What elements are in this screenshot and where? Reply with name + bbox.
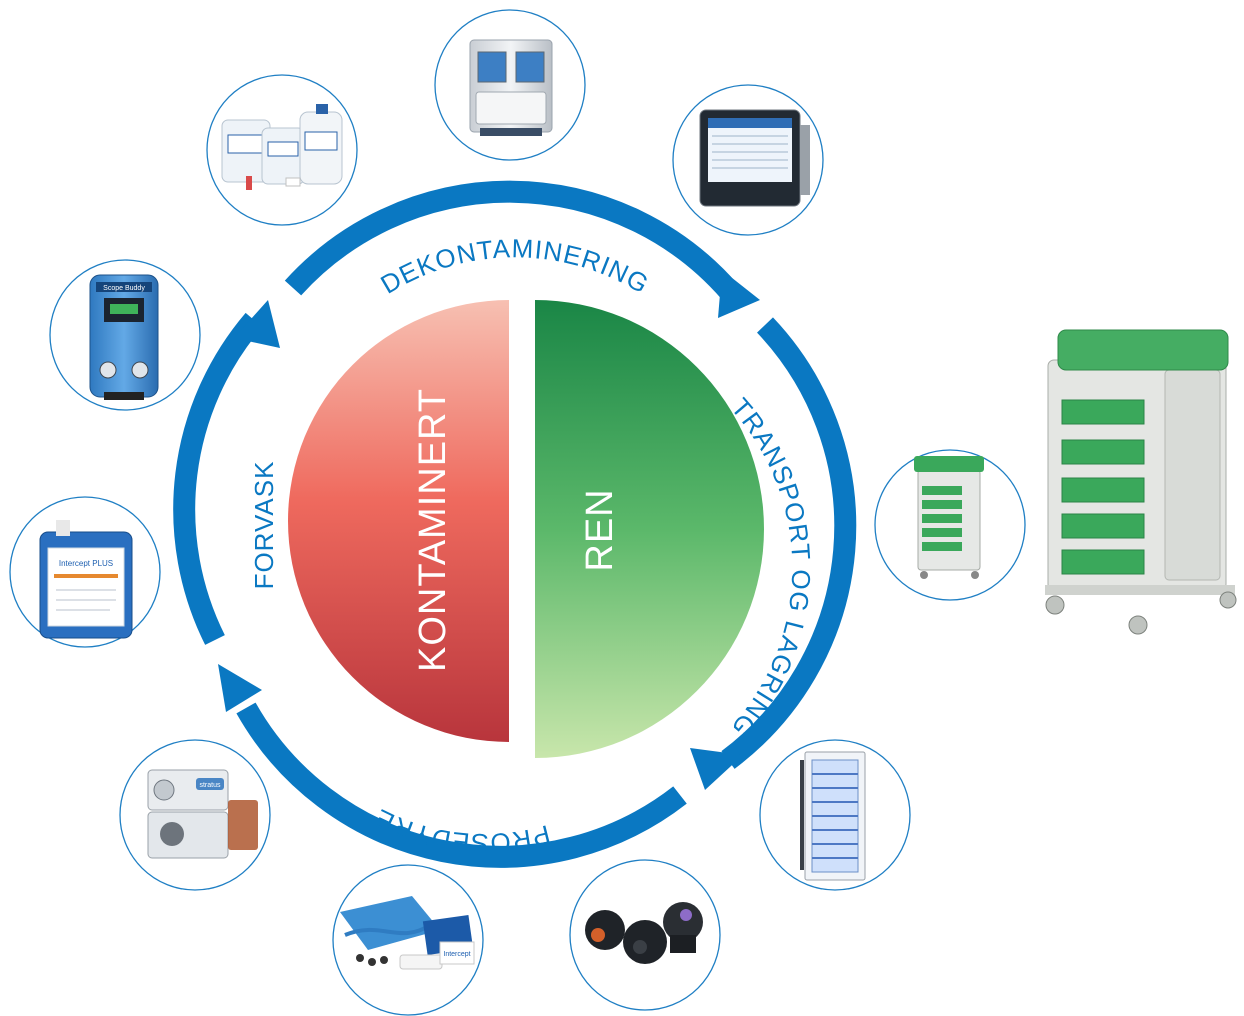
ring-arc-transport	[721, 317, 857, 769]
endoscope-washer-icon	[469, 39, 553, 136]
arrow-head-left-icon	[218, 664, 262, 712]
ring-arc-dekontaminering	[284, 180, 739, 300]
valve-caps-icon	[585, 902, 703, 964]
stage-prosedyre: PROSEDYRE	[370, 803, 554, 858]
stage-dekontaminering: DEKONTAMINERING	[375, 233, 654, 300]
intercept-kit-label: Intercept	[443, 951, 470, 958]
arrow-head-down-icon	[690, 748, 743, 790]
intercept-label: Intercept PLUS	[59, 559, 113, 568]
ring-arc-forvask	[173, 312, 263, 645]
stratus-label: stratus	[199, 782, 221, 789]
clean-label: REN	[579, 488, 621, 571]
contaminated-label: KONTAMINERT	[412, 388, 454, 672]
disinfectant-bottles-icon	[221, 104, 343, 190]
stratus-pump-icon: stratus	[147, 769, 258, 859]
contaminated-half	[288, 300, 509, 742]
scope-buddy-pump-icon: Scope Buddy	[89, 274, 159, 400]
stage-forvask: FORVASK	[249, 461, 279, 590]
arrow-head-right-icon	[718, 270, 760, 318]
drying-cabinet-icon	[800, 751, 866, 881]
scope-buddy-logo: Scope Buddy	[103, 285, 145, 292]
ring-arc-prosedyre	[236, 702, 687, 868]
procedure-kit-icon: Intercept	[340, 896, 475, 970]
tracking-monitor-icon	[699, 109, 810, 207]
detergent-canister-icon: Intercept PLUS	[39, 520, 133, 639]
product-circle-procedure-kit	[332, 864, 484, 1016]
clean-half	[535, 300, 764, 758]
transport-cart-large-icon	[1045, 329, 1237, 635]
arrow-head-up-icon	[234, 300, 280, 348]
cycle-ring	[173, 180, 857, 868]
transport-cart-small-icon	[914, 456, 984, 579]
